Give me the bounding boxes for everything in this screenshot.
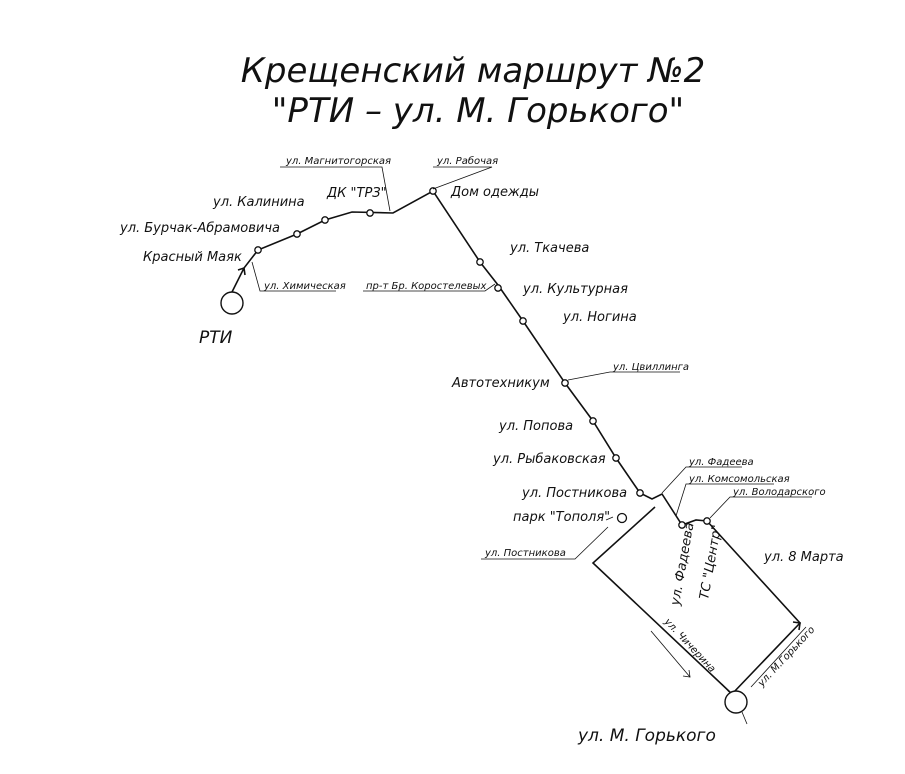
street-postnikova: ул. Постникова	[484, 548, 566, 559]
stop-marker	[561, 379, 569, 387]
stop-marker	[678, 521, 686, 529]
street-komsomolskaya: ул. Комсомольская	[688, 474, 790, 485]
leader-korastelevykh	[363, 283, 496, 292]
stop-marker	[519, 317, 527, 325]
direction-arrow-left-head	[682, 669, 691, 678]
stop-8-marta: ул. 8 Марта	[763, 550, 844, 565]
leader-park	[605, 516, 614, 521]
stop-kalinina: ул. Калинина	[212, 195, 305, 210]
stop-marker	[589, 417, 597, 425]
stop-nogina: ул. Ногина	[562, 310, 637, 325]
street-magnitogorskaya: ул. Магнитогорская	[285, 156, 391, 167]
direction-arrow-right	[750, 626, 807, 688]
terminal-gorkogo-label: ул. М. Горького	[577, 726, 716, 746]
stop-marker	[612, 454, 620, 462]
stop-marker	[321, 216, 329, 224]
stop-marker	[429, 187, 437, 195]
stop-tkacheva: ул. Ткачева	[509, 241, 589, 256]
stop-marker	[703, 517, 711, 525]
stop-rybakovskaya: ул. Рыбаковская	[492, 452, 606, 467]
stop-postnikova: ул. Постникова	[521, 486, 627, 501]
street-tsvillinga: ул. Цвиллинга	[612, 362, 689, 373]
stop-marker	[293, 230, 301, 238]
leader-rabochaya	[432, 166, 493, 190]
route-loop	[591, 506, 802, 696]
leader-postnikova	[481, 526, 609, 560]
stop-marker	[366, 209, 374, 217]
stop-dom-odezhdy: Дом одежды	[450, 185, 539, 200]
terminal-rti-label: РТИ	[199, 328, 233, 348]
terminal-rti-marker	[220, 291, 244, 315]
stop-marker	[636, 489, 644, 497]
terminal-tail-1	[721, 683, 730, 693]
stop-popova: ул. Попова	[498, 419, 573, 434]
route-line	[231, 189, 708, 526]
stop-krasny-mayak: Красный Маяк	[143, 250, 242, 265]
street-rabochaya: ул. Рабочая	[436, 155, 498, 167]
route-direction-arrow	[237, 266, 246, 276]
map-title-line2: "РТИ – ул. М. Горького"	[272, 91, 684, 131]
street-m-gorkogo: ул. М.Горького	[755, 625, 817, 690]
terminal-tail-2	[741, 711, 748, 725]
stop-fadeeva-vertical: ул. Фадеева	[668, 521, 698, 607]
stop-dk-trz: ДК "ТРЗ"	[326, 186, 387, 201]
stop-marker	[494, 284, 502, 292]
leader-tsvillinga	[567, 371, 680, 381]
map-title-line1: Крещенский маршрут №2	[241, 51, 706, 91]
leader-magnitogorskaya	[280, 166, 391, 212]
stop-kulturnaya: ул. Культурная	[522, 282, 628, 297]
direction-arrow-left	[650, 630, 691, 678]
street-fadeeva: ул. Фадеева	[688, 457, 754, 468]
street-korastelevykh: пр-т Бр. Коростелевых	[366, 281, 487, 292]
stop-marker	[254, 246, 262, 254]
street-chicherina: ул. Чичерина	[661, 616, 717, 675]
park-marker	[616, 512, 628, 524]
stop-tc-centr: ТС "Центр"	[697, 524, 725, 601]
terminal-gorkogo-marker	[724, 690, 748, 714]
leader-fadeeva	[661, 466, 742, 494]
stop-burchak: ул. Бурчак-Абрамовича	[119, 221, 280, 236]
loop-arrow-right	[792, 621, 801, 631]
leader-komsomolskaya	[675, 483, 774, 517]
street-khimicheskaya: ул. Химическая	[263, 281, 346, 292]
street-volodarskogo: ул. Володарского	[732, 487, 826, 498]
stop-marker	[476, 258, 484, 266]
stop-avtotekhnikum: Автотехникум	[451, 376, 550, 391]
stop-park-topolya: парк "Тополя"	[513, 510, 610, 525]
leader-volodarskogo	[709, 496, 812, 519]
leader-khimicheskaya	[251, 261, 336, 292]
